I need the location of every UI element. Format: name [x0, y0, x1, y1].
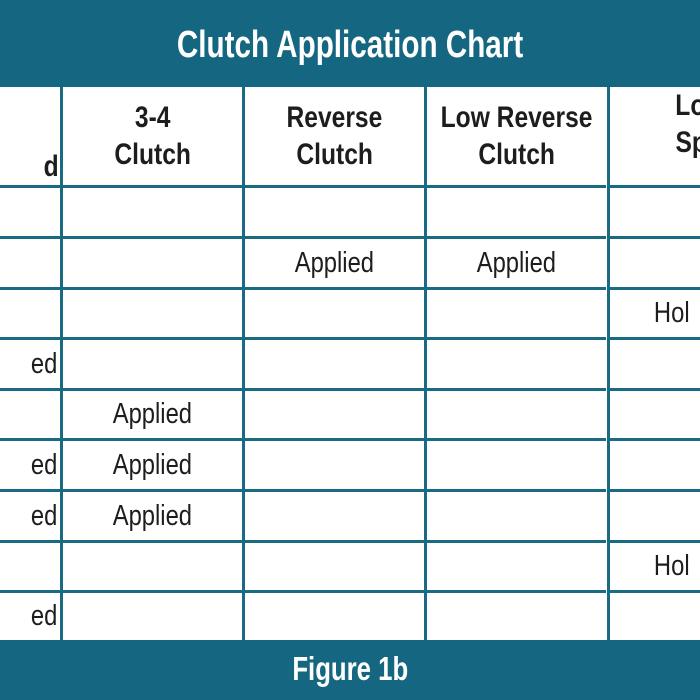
table-cell — [0, 388, 60, 438]
table-cell — [60, 287, 242, 337]
chart-title-text: Clutch Application Chart — [176, 24, 524, 66]
cell-text: Applied — [112, 499, 193, 532]
table-cell — [424, 438, 606, 489]
chart-title: Clutch Application Chart — [0, 0, 700, 87]
table-cell — [607, 185, 700, 236]
table-cell — [0, 287, 60, 337]
table-cell — [424, 388, 606, 438]
table-cell — [60, 590, 242, 640]
table-cell — [607, 236, 700, 287]
table-cell — [424, 287, 606, 337]
table-cell — [242, 438, 424, 489]
table-cell — [242, 489, 424, 540]
table-cell — [60, 185, 242, 236]
table-cell — [60, 540, 242, 590]
cell-text: Hol — [653, 297, 690, 329]
table-cell: Applied — [60, 489, 242, 540]
table-cell — [0, 185, 60, 236]
table-cell — [242, 337, 424, 388]
table-cell — [60, 337, 242, 388]
header-text: 3-4 — [134, 101, 171, 134]
table-cell — [607, 337, 700, 388]
table-cell — [424, 337, 606, 388]
header-text: d — [43, 150, 59, 183]
header-col-partial-right: LoSp — [607, 87, 700, 185]
table-cell — [0, 236, 60, 287]
cell-text: ed — [30, 448, 58, 481]
table-cell — [242, 388, 424, 438]
table-cell: Hol — [607, 540, 700, 590]
table-cell — [607, 489, 700, 540]
header-text: Clutch — [114, 138, 191, 171]
header-text: Low Reverse — [440, 101, 593, 134]
header-col-partial-left: d — [0, 87, 60, 185]
header-text: Clutch — [478, 138, 555, 171]
table-cell — [242, 185, 424, 236]
table-cell: Applied — [424, 236, 606, 287]
table-cell: Hol — [607, 287, 700, 337]
cell-text: Hol — [653, 550, 690, 582]
header-text: Lo — [675, 89, 700, 122]
table-cell: ed — [0, 590, 60, 640]
table-cell: ed — [0, 489, 60, 540]
table-cell — [607, 590, 700, 640]
table-cell — [607, 388, 700, 438]
table-cell — [242, 590, 424, 640]
table-cell — [424, 540, 606, 590]
table-cell — [424, 185, 606, 236]
cell-text: ed — [30, 347, 58, 380]
cell-text: Applied — [476, 246, 557, 279]
cell-text: ed — [30, 499, 58, 532]
figure-caption: Figure 1b — [0, 640, 700, 700]
table-cell: Applied — [60, 438, 242, 489]
table-cell — [242, 287, 424, 337]
cell-text: ed — [30, 600, 58, 632]
table-cell — [60, 236, 242, 287]
cell-text: Applied — [112, 398, 193, 430]
header-text: Sp — [675, 126, 700, 159]
cell-text: Applied — [294, 246, 375, 279]
table-cell — [424, 489, 606, 540]
table-cell — [242, 540, 424, 590]
table-cell: Applied — [242, 236, 424, 287]
figure-caption-text: Figure 1b — [292, 650, 408, 687]
table-cell — [424, 590, 606, 640]
table-cell — [607, 438, 700, 489]
table-cell — [0, 540, 60, 590]
header-text: Reverse — [286, 101, 383, 134]
table-cell: ed — [0, 438, 60, 489]
cell-text: Applied — [112, 448, 193, 481]
header-text: Clutch — [296, 138, 373, 171]
table-cell: ed — [0, 337, 60, 388]
table-cell: Applied — [60, 388, 242, 438]
